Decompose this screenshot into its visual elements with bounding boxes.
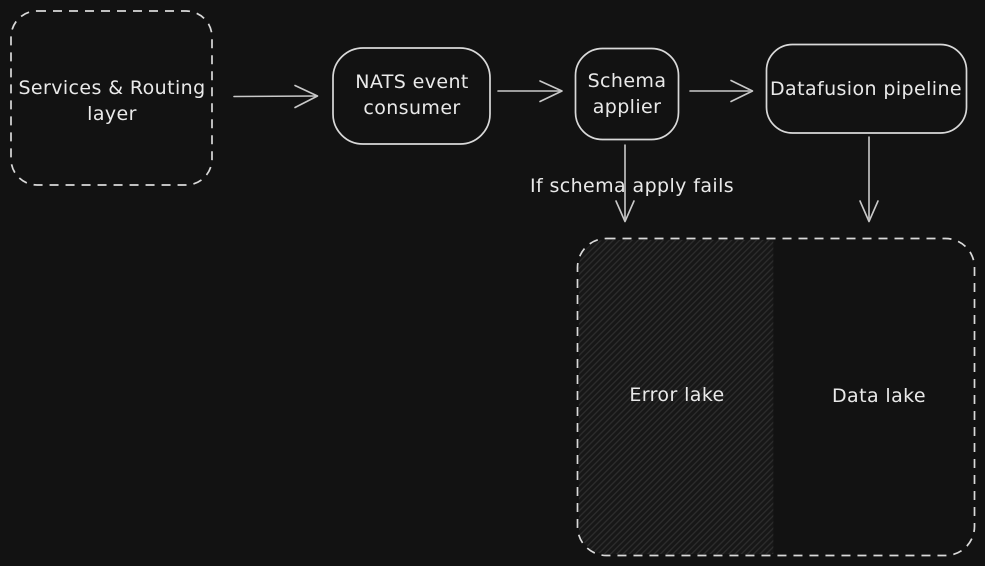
datafusion-pipeline-box [765,43,968,134]
nats-event-consumer-box [332,47,491,145]
schema-applier-box [574,47,680,141]
arrow-schema-to-error-lake [615,144,635,223]
lakes-container-box [576,237,976,557]
services-routing-box [10,10,213,186]
arrow-schema-to-datafusion [689,79,754,103]
error-lake-hachure-fill [578,239,774,555]
arrow-nats-to-schema [497,80,563,103]
arrow-datafusion-to-data-lake [859,136,879,223]
arrow-services-to-nats [233,84,319,109]
